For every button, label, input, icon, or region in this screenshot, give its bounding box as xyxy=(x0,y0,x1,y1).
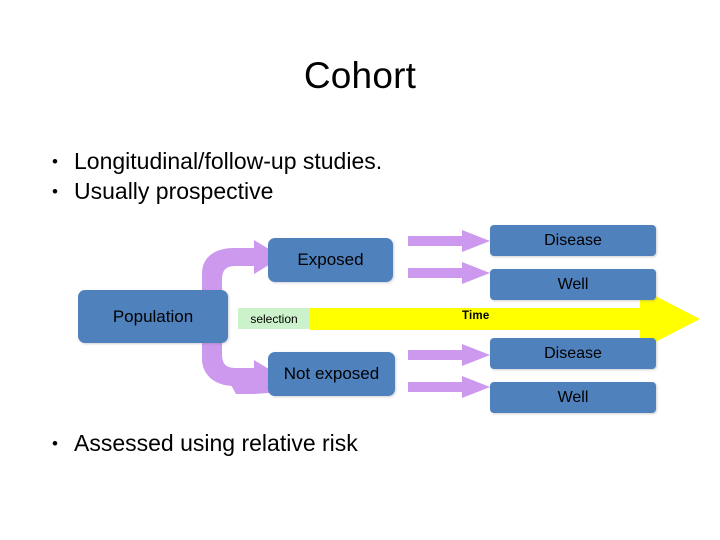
time-label: Time xyxy=(462,310,490,322)
arrow-not-exposed-to-well-icon xyxy=(408,376,490,398)
node-not-exposed: Not exposed xyxy=(268,352,395,396)
arrow-not-exposed-to-disease-icon xyxy=(408,344,490,366)
bullet-text: Longitudinal/follow-up studies. xyxy=(74,148,383,174)
elbow-arrow-to-exposed-icon xyxy=(202,240,282,302)
time-arrow-shape xyxy=(310,288,700,350)
bullet-marker-icon: • xyxy=(52,434,58,453)
page-title: Cohort xyxy=(303,55,417,96)
node-disease-not-exposed: Disease xyxy=(490,338,656,369)
node-exposed: Exposed xyxy=(268,238,393,282)
bullet-marker-icon: • xyxy=(52,182,58,202)
selection-label: selection xyxy=(238,308,310,329)
bullet-marker-icon: • xyxy=(52,152,58,171)
arrow-exposed-to-well-icon xyxy=(408,262,490,284)
bullet-text: Usually prospective xyxy=(74,178,274,205)
bullet-text: Assessed using relative risk xyxy=(74,430,358,456)
arrow-exposed-to-disease-icon xyxy=(408,230,490,252)
list-item: • Longitudinal/follow-up studies. xyxy=(52,146,672,176)
node-well-exposed: Well xyxy=(490,269,656,300)
node-well-not-exposed: Well xyxy=(490,382,656,413)
bullet-list-top: • Longitudinal/follow-up studies. • Usuall… xyxy=(52,146,672,207)
node-disease-exposed: Disease xyxy=(490,225,656,256)
list-item: • Assessed using relative risk xyxy=(52,428,672,458)
node-population: Population xyxy=(78,290,228,343)
list-item: • Usually prospective xyxy=(52,176,672,206)
elbow-arrow-to-not-exposed-icon xyxy=(202,332,282,394)
bullet-list-bottom: • Assessed using relative risk xyxy=(52,428,672,458)
